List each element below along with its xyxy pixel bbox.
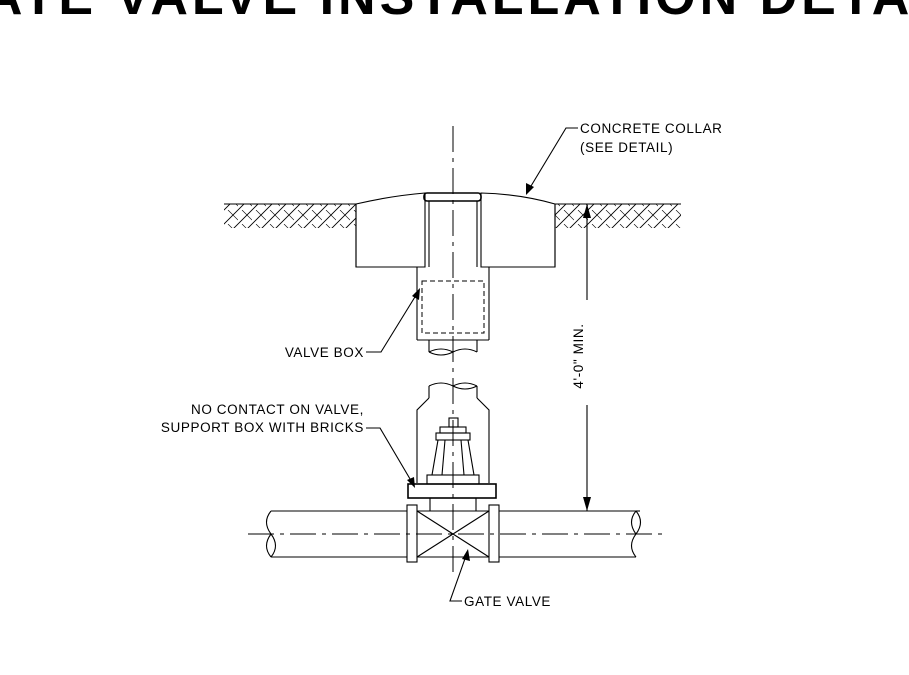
concrete-collar [355,192,556,268]
no-contact-label: NO CONTACT ON VALVE, [191,402,364,417]
leader-concrete-collar: CONCRETE COLLAR (SEE DETAIL) [526,121,723,195]
lower-valve-box [416,382,490,483]
concrete-collar-sublabel: (SEE DETAIL) [580,140,673,155]
dimension-label: 4'-0" MIN. [571,323,586,388]
valve-box-label: VALVE BOX [285,345,364,360]
ground-surface [224,203,681,228]
gate-valve [406,417,500,563]
support-bricks-label: SUPPORT BOX WITH BRICKS [161,420,364,435]
page-title: GATE VALVE INSTALLATION DETAIL [0,0,909,26]
depth-dimension: 4'-0" MIN. [555,203,640,512]
leader-valve-box: VALVE BOX [285,288,420,360]
leader-support-bricks: NO CONTACT ON VALVE, SUPPORT BOX WITH BR… [161,402,415,488]
concrete-collar-label: CONCRETE COLLAR [580,121,723,136]
leader-gate-valve: GATE VALVE [449,549,551,609]
gate-valve-label: GATE VALVE [464,594,551,609]
water-main-pipe [248,510,662,558]
